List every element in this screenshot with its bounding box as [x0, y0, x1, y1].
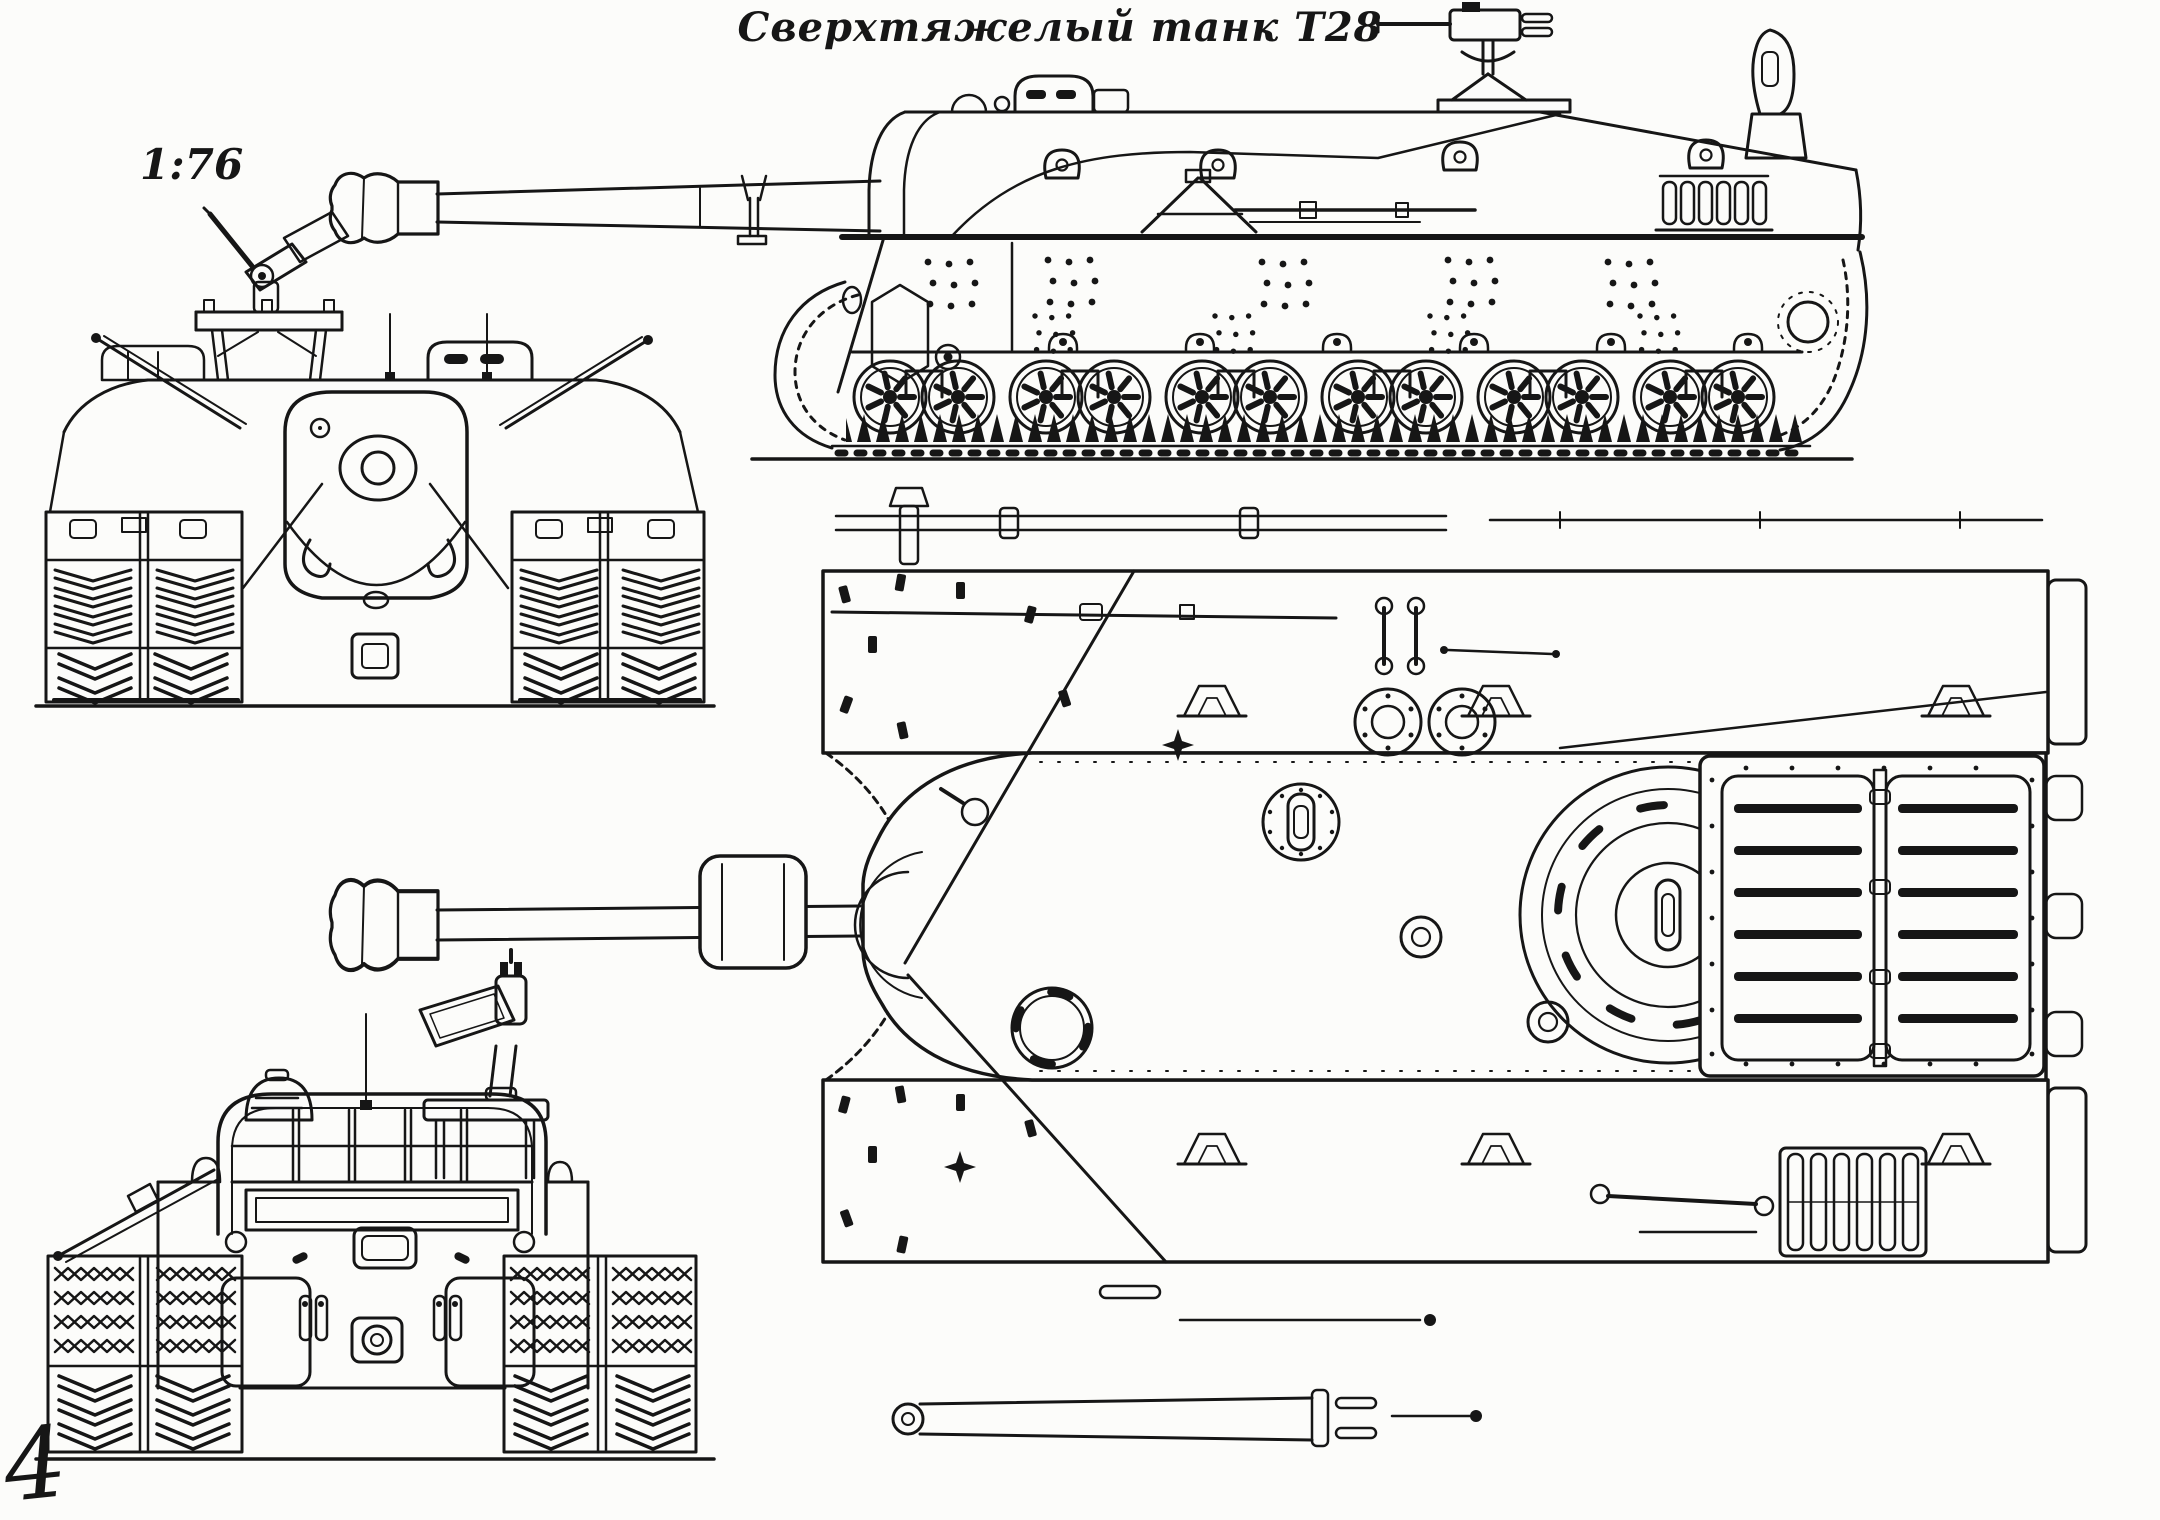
front-hull-outline: [48, 378, 700, 514]
rear-edge-tabs: [2044, 774, 2084, 1058]
outer-track-pontoons: [821, 569, 2088, 1264]
side-hull-outline: [836, 110, 1865, 394]
lower-hull-center: [241, 482, 510, 680]
front-left-track: [44, 510, 244, 705]
antennas: [385, 313, 492, 381]
engine-grilles: [1698, 754, 2046, 1078]
rear-plate: [156, 1156, 590, 1390]
rear-periscope: [1744, 28, 1808, 160]
aa-machine-gun: [1376, 2, 1572, 114]
tow-cable: [950, 112, 1562, 238]
stowed-tools: [1233, 201, 1477, 223]
side-view: [328, 2, 1869, 461]
stowed-tow-bar: [53, 1168, 221, 1263]
fender-box: [220, 1276, 312, 1388]
scale-label: 1:76: [140, 140, 244, 189]
lifting-eye: [1441, 140, 1479, 172]
bogie-brackets: [904, 369, 1724, 399]
engine-deck-cage: [216, 1092, 548, 1236]
spare-links: [1374, 596, 1426, 676]
gun-travel-lock: [1140, 168, 1258, 234]
small-port: [1399, 915, 1443, 959]
rivet-clusters: [924, 256, 1681, 355]
driver-hatch: [1010, 986, 1094, 1070]
tow-cables: [91, 333, 653, 430]
loader-hatch: [1261, 782, 1341, 862]
top-ammo-rack: [1778, 1146, 1928, 1258]
access-plate: [870, 283, 930, 385]
machine-gun: [202, 206, 350, 292]
rotor-shield: [698, 854, 808, 970]
rear-aa-mg: [418, 948, 550, 1180]
cleaning-rods: [830, 603, 1560, 658]
suspension-mounts: [1047, 332, 1764, 354]
rear-sprocket-run: [1778, 250, 1869, 452]
pontoon-tools-bottom: [1098, 1183, 1775, 1326]
fender-box: [444, 1276, 536, 1388]
louvers: [1734, 804, 2018, 1023]
bow-mg-mount: [194, 280, 344, 382]
vision-cupola: [426, 340, 534, 382]
track-grousers: [846, 414, 1804, 448]
pontoon-strap-marks: [838, 573, 1072, 1254]
side-gun-barrel: [435, 179, 882, 233]
gun-bore: [360, 450, 396, 486]
periscope-dome: [950, 93, 988, 114]
rear-bolt-ring: [1786, 300, 1830, 344]
deck-ammo-rack: [1654, 174, 1774, 232]
barrel-support-crutch: [736, 174, 768, 246]
front-right-track: [510, 510, 706, 705]
towbar-assembly: [891, 1388, 1482, 1448]
splash-rails: [903, 569, 1168, 1264]
gun-mantlet: [283, 390, 469, 600]
rear-view: [34, 948, 716, 1461]
top-muzzle-brake: [330, 880, 438, 970]
front-idler-run: [773, 280, 847, 450]
rear-hitch: [350, 1316, 404, 1364]
top-view: [330, 486, 2088, 1448]
page-title: Сверхтяжелый танк Т28: [737, 4, 1383, 51]
ventilator-domes: [1353, 687, 1497, 757]
small-port: [1526, 1000, 1570, 1044]
lift-point-stars: [944, 729, 1194, 1183]
rear-left-track: [46, 1254, 244, 1454]
bow-mg-ring: [960, 797, 990, 827]
commander-cupola: [1013, 74, 1130, 114]
front-view: [34, 206, 716, 708]
rear-right-track: [502, 1254, 698, 1454]
lifting-eye: [1687, 138, 1725, 170]
pontoon-tools-top: [834, 486, 2044, 566]
